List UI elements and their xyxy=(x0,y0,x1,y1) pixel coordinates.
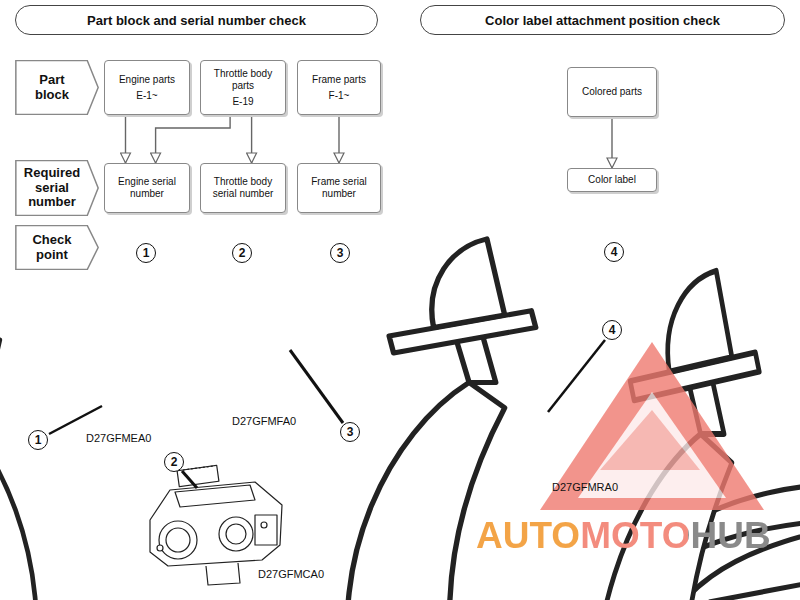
node-text: Part block xyxy=(21,73,83,103)
figure-code: D27GFMFA0 xyxy=(232,415,296,427)
node-text: E-19 xyxy=(232,96,253,108)
callout-number: 4 xyxy=(602,320,622,340)
node-text: Colored parts xyxy=(582,86,642,98)
part-block-box: Frame partsF-1~ xyxy=(297,60,381,115)
throttle-body xyxy=(150,465,282,585)
callout-number: 1 xyxy=(28,430,48,450)
figure-code: D27GFMCA0 xyxy=(258,568,324,580)
color-label-box: Color label xyxy=(567,168,657,192)
check-point-number: 4 xyxy=(604,242,624,262)
flow-arrow xyxy=(611,117,612,168)
part-block-box: Throttle body partsE-19 xyxy=(200,60,286,115)
node-text: E-1~ xyxy=(136,90,157,102)
scooter-side-view xyxy=(314,239,800,600)
serial-number-box: Frame serial number xyxy=(297,163,381,213)
check-point-number: 1 xyxy=(136,243,156,263)
serial-number-box: Engine serial number xyxy=(104,163,190,213)
part-block-box: Engine partsE-1~ xyxy=(104,60,190,115)
node-text: Engine serial number xyxy=(111,176,183,200)
row-header: Part block xyxy=(15,60,99,115)
flow-arrow xyxy=(125,115,126,163)
flow-arrow xyxy=(338,115,339,163)
node-text: Required serial number xyxy=(21,166,83,211)
colored-parts-box: Colored parts xyxy=(567,67,657,117)
figure-code: D27GFMEA0 xyxy=(86,432,151,444)
figure-code: D27GFMRA0 xyxy=(552,481,618,493)
scooter-rear-view xyxy=(0,243,66,600)
section-title: Part block and serial number check xyxy=(15,5,378,35)
node-text: Throttle body parts xyxy=(207,68,279,92)
row-header: Check point xyxy=(15,225,99,270)
node-text: Frame serial number xyxy=(304,176,374,200)
serial-number-box: Throttle body serial number xyxy=(200,163,286,213)
node-text: Color label attachment position check xyxy=(485,13,720,28)
leader-lines xyxy=(49,340,605,488)
flow-arrow xyxy=(251,115,252,163)
node-text: Frame parts xyxy=(312,74,366,86)
node-text: Part block and serial number check xyxy=(87,13,306,28)
row-header: Required serial number xyxy=(15,160,99,216)
node-text: Check point xyxy=(21,233,83,263)
node-text: Color label xyxy=(588,174,636,186)
callout-number: 2 xyxy=(164,452,184,472)
check-point-number: 3 xyxy=(330,243,350,263)
node-text: Throttle body serial number xyxy=(207,176,279,200)
node-text: F-1~ xyxy=(329,90,350,102)
section-title: Color label attachment position check xyxy=(420,5,785,35)
watermark-logo xyxy=(540,342,764,510)
callout-number: 3 xyxy=(340,422,360,442)
watermark: AUTOMOTOHUB xyxy=(476,515,771,557)
check-point-number: 2 xyxy=(232,243,252,263)
node-text: Engine parts xyxy=(119,74,175,86)
flow-arrow xyxy=(156,115,231,163)
